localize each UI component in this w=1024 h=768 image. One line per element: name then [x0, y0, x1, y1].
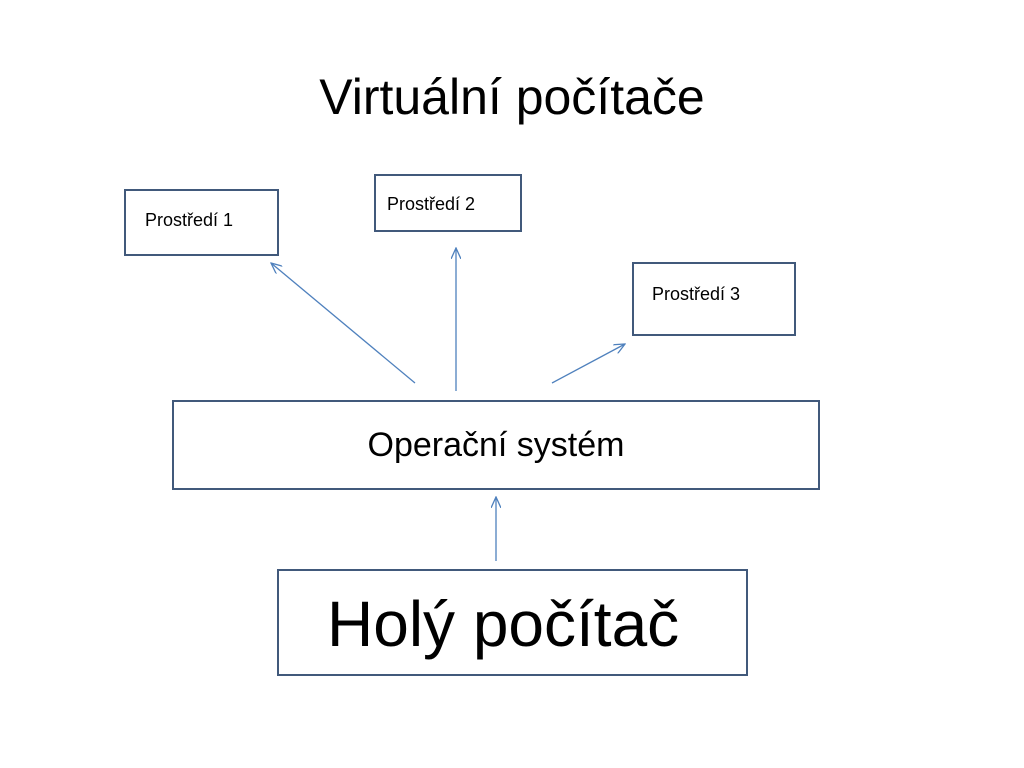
slide-title: Virtuální počítače	[319, 69, 705, 125]
bare-computer-label: Holý počítač	[327, 588, 680, 660]
environment-3-box: Prostředí 3	[632, 262, 796, 336]
environment-3-label: Prostředí 3	[652, 284, 741, 304]
environment-2-label: Prostředí 2	[387, 194, 476, 214]
bare-computer-box: Holý počítač	[277, 569, 748, 676]
environment-2-box: Prostředí 2	[374, 174, 522, 232]
environment-1-box: Prostředí 1	[124, 189, 279, 256]
arrow-to-environment-3	[551, 344, 625, 384]
environment-1-label: Prostředí 1	[145, 210, 234, 230]
operating-system-box: Operační systém	[172, 400, 820, 490]
arrow-to-environment-1	[271, 263, 416, 384]
operating-system-label: Operační systém	[367, 425, 625, 464]
